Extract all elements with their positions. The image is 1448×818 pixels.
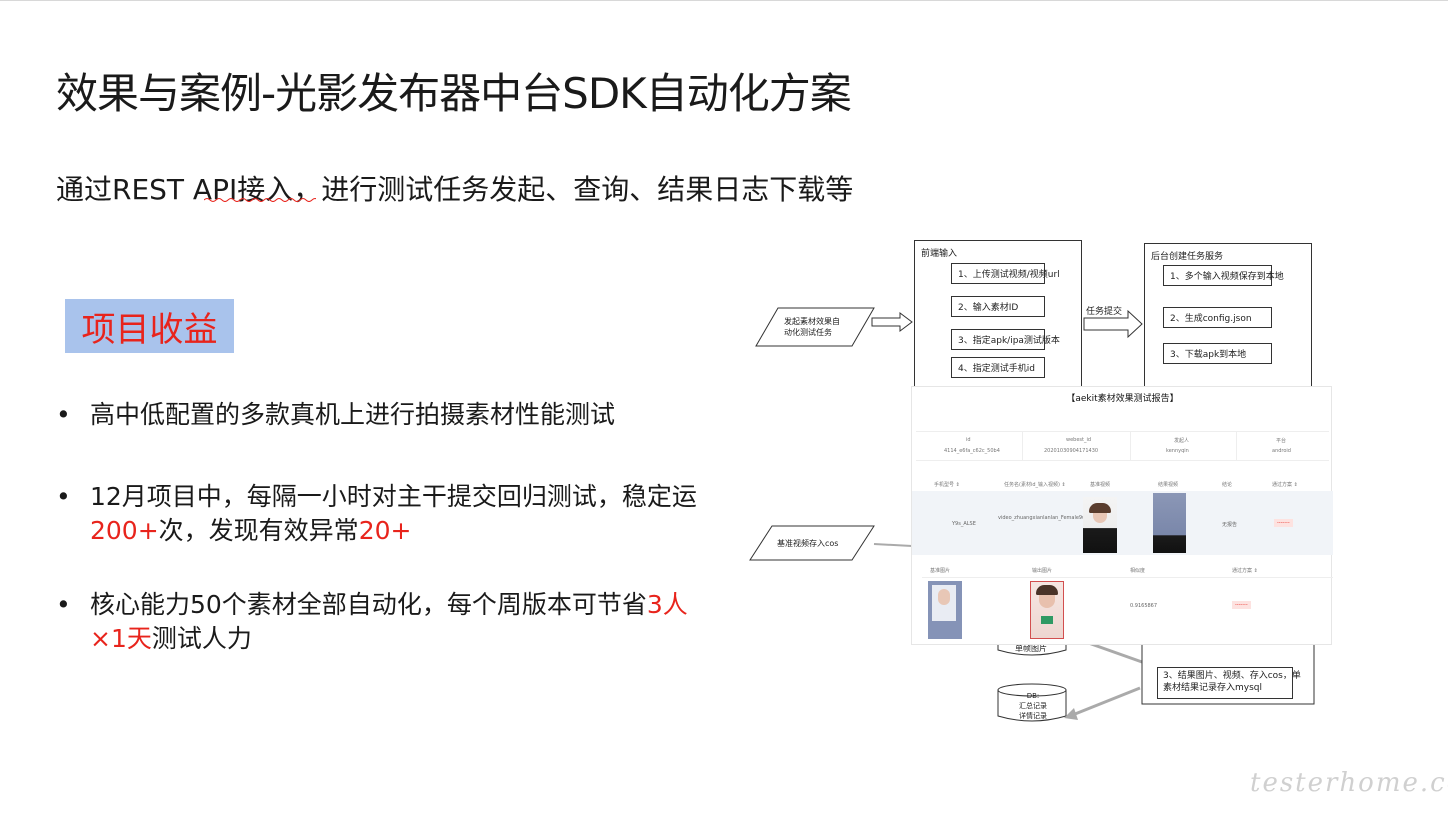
image-header: 相似度 xyxy=(1130,568,1146,574)
db-label: DB: 汇总记录 详情记录 xyxy=(1005,691,1061,721)
start-task-line: 动化测试任务 xyxy=(784,328,832,337)
detail-value: Y9s_ALSE xyxy=(952,521,976,527)
bullet-segment: 次，发现有效异常 xyxy=(158,516,359,545)
bullet-text: 12月项目中，每隔一小时对主干提交回归测试，稳定运 200+次，发现有效异常20… xyxy=(90,480,697,548)
baseline-connector xyxy=(873,543,913,547)
result-to-db-arrow xyxy=(1069,686,1141,718)
summary-value: 20201030904171430 xyxy=(1044,448,1099,454)
highlight-number: 3人 xyxy=(646,590,688,619)
image-header: 通过方案 ⇕ xyxy=(1232,568,1258,574)
status-badge: ------- xyxy=(1232,601,1251,609)
bullet-segment: 测试人力 xyxy=(151,624,252,653)
summary-header: 平台 xyxy=(1276,438,1287,444)
detail-value: video_zhuangxianlanlan_Female9u.mp4 xyxy=(998,515,1099,521)
summary-header: 发起人 xyxy=(1174,438,1190,444)
backend-step: 1、多个输入视频保存到本地 xyxy=(1163,265,1284,286)
summary-header: webest_id xyxy=(1066,437,1092,443)
result-step-line: 素材结果记录存入mysql xyxy=(1163,683,1262,693)
bullet-segment: 核心能力50个素材全部自动化，每个周版本可节省 xyxy=(90,590,647,619)
summary-header: id xyxy=(966,437,971,443)
start-task-shape xyxy=(755,307,875,347)
detail-header: 通过方案 ⇕ xyxy=(1272,482,1298,488)
detail-value: 无报告 xyxy=(1222,522,1238,528)
badge-label: 项目收益 xyxy=(81,309,218,350)
image-header: 输出图片 xyxy=(1032,568,1053,574)
image-header: 基准图片 xyxy=(930,568,951,574)
baseline-image xyxy=(928,581,962,639)
arrow-task-submit xyxy=(1083,309,1143,339)
detail-header: 手机型号 ⇕ xyxy=(934,482,960,488)
baseline-shape xyxy=(749,525,875,561)
result-video-thumbnail xyxy=(1153,493,1186,553)
arrow-to-frontend xyxy=(871,312,913,332)
bullet-dot: • xyxy=(56,400,71,429)
project-benefit-badge: 项目收益 xyxy=(65,299,234,353)
frontend-step: 2、输入素材ID xyxy=(951,296,1045,317)
db-line: DB: xyxy=(1026,692,1040,700)
diagram-connectors xyxy=(749,307,1315,722)
frontend-title: 前端输入 xyxy=(921,249,958,259)
image-row: 0.9165867 ------- xyxy=(922,577,1333,643)
highlight-number: 20+ xyxy=(358,516,412,545)
backend-title: 后台创建任务服务 xyxy=(1151,252,1224,262)
status-badge: ------- xyxy=(1274,519,1293,527)
frontend-step: 1、上传测试视频/视频url xyxy=(951,263,1060,284)
watermark: testerhome.com xyxy=(1250,768,1448,798)
similarity-value: 0.9165867 xyxy=(1130,603,1158,609)
backend-step: 3、下载apk到本地 xyxy=(1163,343,1272,364)
summary-value: kennyqin xyxy=(1166,448,1189,454)
result-storage-step: 3、结果图片、视频、存入cos，单 素材结果记录存入mysql xyxy=(1157,667,1301,699)
bullet-dot: • xyxy=(56,590,71,619)
output-image xyxy=(1030,581,1064,639)
detail-header: 结果视频 xyxy=(1158,482,1179,488)
task-submit-label: 任务提交 xyxy=(1086,307,1123,317)
highlight-number: 200+ xyxy=(90,516,159,545)
detail-header: 任务名(素材id_输入视频) ⇕ xyxy=(1004,482,1066,488)
summary-value: 4114_e6fa_c62c_50b4 xyxy=(944,448,1000,454)
bullet-segment: 高中低配置的多款真机上进行拍摄素材性能测试 xyxy=(90,400,616,429)
frontend-step: 4、指定测试手机id xyxy=(951,357,1045,378)
backend-step: 2、生成config.json xyxy=(1163,307,1272,328)
frontend-step: 3、指定apk/ipa测试版本 xyxy=(951,329,1060,350)
slide-title: 效果与案例-光影发布器中台SDK自动化方案 xyxy=(56,69,852,118)
single-frame-label: 单帧图片 xyxy=(1015,644,1047,653)
bullet-line: 核心能力50个素材全部自动化，每个周版本可节省3人 xyxy=(90,588,688,622)
slide-subtitle: 通过REST API接入，进行测试任务发起、查询、结果日志下载等 xyxy=(56,173,854,206)
start-task-line: 发起素材效果自 xyxy=(784,317,840,326)
report-title: 【aekit素材效果测试报告】 xyxy=(1066,394,1179,404)
db-line: 详情记录 xyxy=(1019,712,1047,720)
test-report-panel: 【aekit素材效果测试报告】 id webest_id 发起人 平台 4114… xyxy=(911,386,1333,645)
spellcheck-underline xyxy=(204,198,316,202)
highlight-number: ×1天 xyxy=(90,624,152,653)
db-line: 汇总记录 xyxy=(1019,702,1047,710)
bullet-line: ×1天测试人力 xyxy=(90,622,688,656)
result-step-line: 3、结果图片、视频、存入cos，单 xyxy=(1163,671,1301,681)
baseline-label: 基准视频存入cos xyxy=(777,539,839,548)
bullet-text: 核心能力50个素材全部自动化，每个周版本可节省3人 ×1天测试人力 xyxy=(90,588,688,656)
bullet-line: 高中低配置的多款真机上进行拍摄素材性能测试 xyxy=(90,398,615,432)
detail-row: Y9s_ALSE video_zhuangxianlanlan_Female9u… xyxy=(912,491,1333,555)
bullet-line: 12月项目中，每隔一小时对主干提交回归测试，稳定运 xyxy=(90,480,697,514)
start-task-label: 发起素材效果自 动化测试任务 xyxy=(784,316,840,338)
top-divider xyxy=(0,0,1448,1)
baseline-video-thumbnail xyxy=(1083,497,1117,553)
detail-header: 基准视频 xyxy=(1090,482,1111,488)
bullet-dot: • xyxy=(56,482,71,511)
image-table-header: 基准图片 输出图片 相似度 通过方案 ⇕ xyxy=(922,565,1333,578)
bullet-line: 200+次，发现有效异常20+ xyxy=(90,514,697,548)
summary-value: android xyxy=(1272,448,1291,454)
detail-header: 结论 xyxy=(1222,482,1233,488)
bullet-text: 高中低配置的多款真机上进行拍摄素材性能测试 xyxy=(90,398,615,432)
summary-table: id webest_id 发起人 平台 4114_e6fa_c62c_50b4 … xyxy=(916,431,1329,461)
bullet-segment: 12月项目中，每隔一小时对主干提交回归测试，稳定运 xyxy=(90,482,697,511)
